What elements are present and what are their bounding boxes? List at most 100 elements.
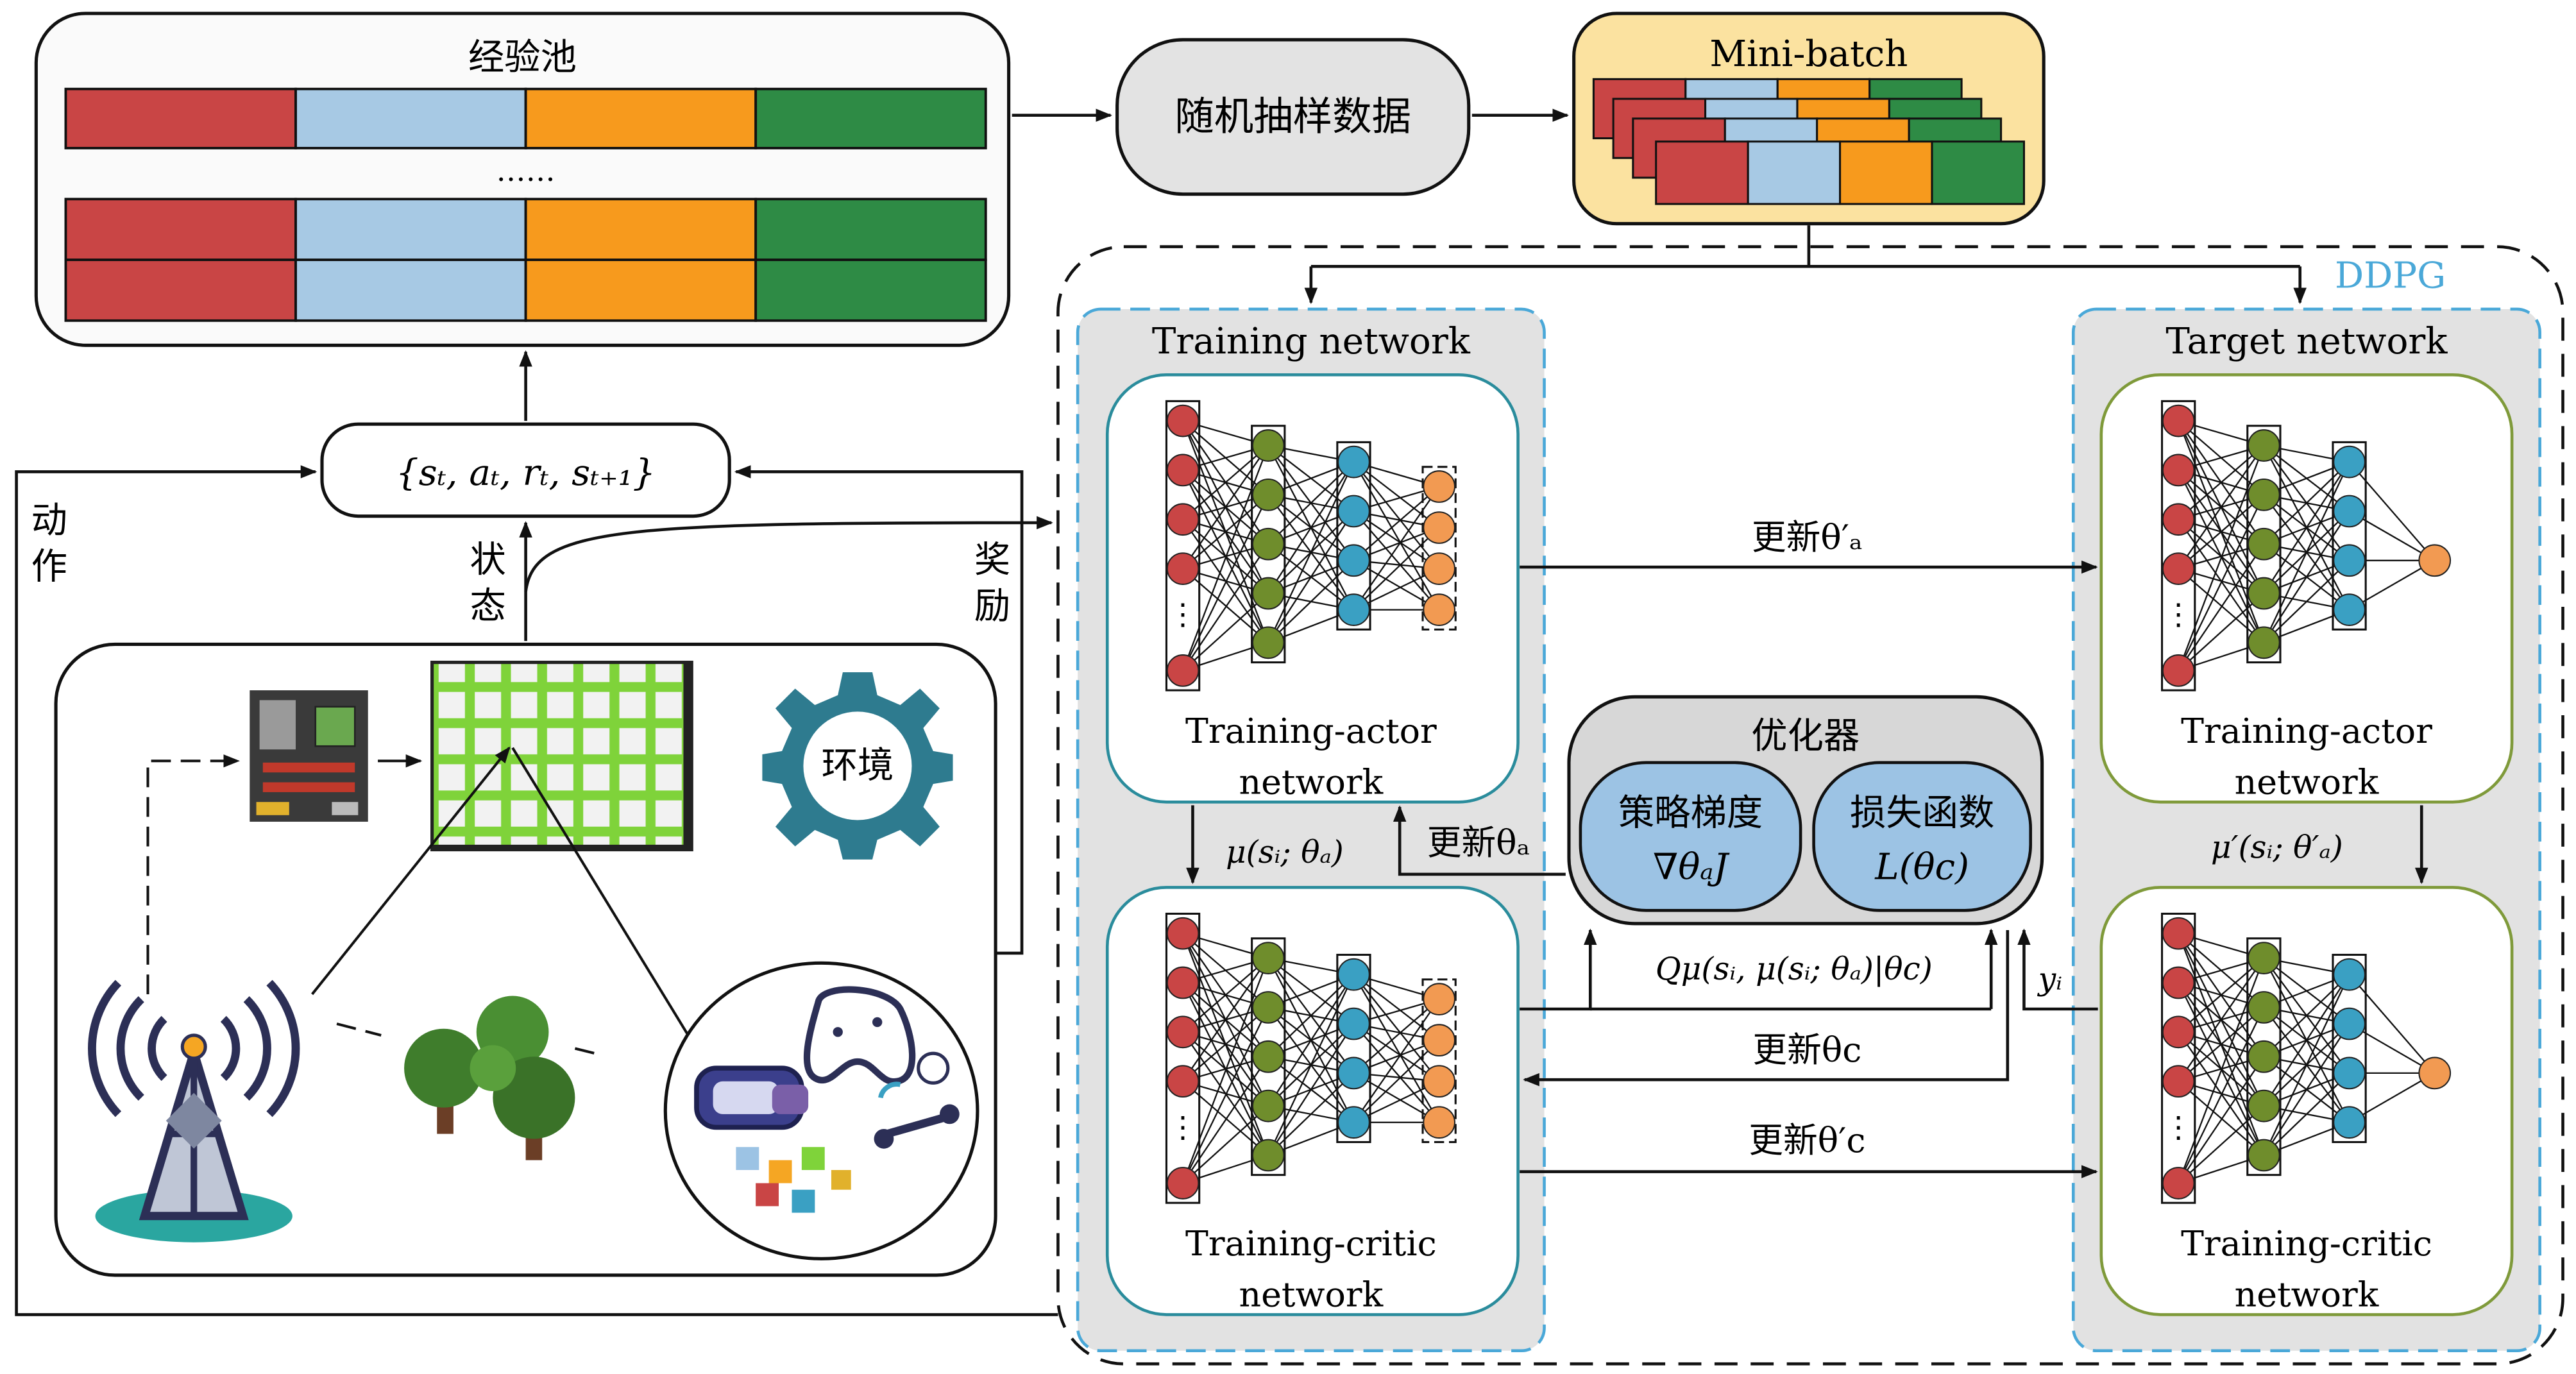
nn-node <box>1251 991 1285 1024</box>
action-label-char1: 动 <box>31 500 67 541</box>
nn-node <box>1166 503 1199 536</box>
nn-node <box>1251 429 1285 462</box>
devices-cluster <box>663 961 979 1260</box>
nn-node <box>2248 991 2280 1024</box>
nn-node <box>1337 1106 1370 1139</box>
nn-node <box>2333 958 2366 991</box>
nn-node <box>1423 470 1455 503</box>
target-network-title: Target network <box>2165 321 2448 362</box>
nn-ellipsis: ⋮ <box>1168 1110 1198 1144</box>
nn-edge <box>2263 461 2350 594</box>
nn-edge <box>1353 486 1440 611</box>
arrow-reward <box>734 465 1024 955</box>
action-feedback-loop <box>15 465 1058 1316</box>
nn-node <box>1251 626 1285 659</box>
nn-edge <box>2348 974 2436 1074</box>
nn-node <box>2248 1139 2280 1172</box>
nn-edge <box>1267 974 1355 1107</box>
nn-edge <box>2263 461 2350 545</box>
nn-node <box>1423 1065 1455 1098</box>
pool-row <box>64 87 987 149</box>
nn-node <box>1423 1024 1455 1057</box>
training-actor-network-graph: ⋮ <box>1165 400 1457 691</box>
random-sample-box: 随机抽样数据 <box>1115 38 1471 196</box>
nn-edge <box>1182 1105 1269 1184</box>
nn-edge <box>2178 1080 2265 1156</box>
nn-node <box>1423 511 1455 544</box>
nn-edge <box>2178 957 2265 1082</box>
loss-function-label: 损失函数 <box>1850 792 1994 834</box>
nn-node <box>2248 942 2280 974</box>
nn-edge <box>1182 1056 1269 1184</box>
nn-edge <box>2178 445 2265 570</box>
arrow-state-to-ddpg <box>524 516 1053 592</box>
nn-edge <box>2178 568 2265 643</box>
nn-edge <box>1267 461 1355 545</box>
ddpg-outer-box <box>1056 245 2564 1366</box>
nn-node <box>2333 1106 2366 1139</box>
nn-node <box>2162 503 2195 536</box>
dash-trees-to-devices <box>574 1047 595 1055</box>
nn-node <box>2162 966 2195 999</box>
nn-edge <box>2263 974 2350 1058</box>
nn-edge <box>2348 559 2436 611</box>
minibatch-distribution-arrows <box>1304 225 2307 305</box>
label-mu-training: μ(sᵢ; θₐ) <box>1226 835 1344 870</box>
nn-edge <box>2263 461 2350 643</box>
nn-node <box>2162 1167 2195 1200</box>
nn-edge <box>1353 998 1440 1074</box>
transition-box: {sₜ, aₜ, rₜ, sₜ₊₁} <box>320 422 731 518</box>
nn-edge <box>1182 958 1269 1183</box>
nn-edge <box>1182 957 1269 1082</box>
label-update-theta-c-prime: 更新θ′c <box>1749 1120 1865 1160</box>
nn-edge <box>1353 974 1440 1123</box>
reward-label-char1: 奖 <box>974 539 1010 581</box>
nn-layer-bracket <box>2161 400 2196 691</box>
nn-edge <box>2348 1072 2436 1123</box>
nn-node <box>1337 445 1370 479</box>
nn-node <box>1166 654 1199 687</box>
motherboard-icon <box>250 690 368 822</box>
apps-icon <box>736 1147 851 1213</box>
target-critic-label-line2: network <box>2235 1275 2379 1315</box>
nn-edge <box>1353 1023 1440 1123</box>
nn-node <box>1337 544 1370 577</box>
nn-edge <box>2178 445 2265 520</box>
nn-node <box>2162 552 2195 585</box>
experience-pool: 经验池 …… <box>34 12 1011 347</box>
nn-edge <box>1182 1080 1269 1156</box>
policy-gradient-formula: ∇θₐJ <box>1653 847 1730 888</box>
nn-edge <box>2263 1073 2350 1156</box>
nn-node <box>1251 942 1285 974</box>
nn-edge <box>1267 1023 1355 1156</box>
mini-batch-title: Mini-batch <box>1709 33 1908 75</box>
nn-edge <box>2178 957 2265 1033</box>
nn-layer-bracket <box>1336 441 1371 631</box>
training-critic-network-graph: ⋮ <box>1165 912 1457 1204</box>
nn-node <box>1251 577 1285 610</box>
trees-icon <box>404 996 575 1160</box>
nn-edge <box>1353 511 1440 611</box>
nn-edge <box>1353 461 1440 529</box>
nn-edge <box>2178 1006 2265 1082</box>
nn-node <box>2248 1089 2280 1123</box>
nn-edge <box>1267 511 1355 643</box>
nn-edge <box>1182 494 1269 671</box>
nn-edge <box>1353 1039 1440 1123</box>
experience-pool-title: 经验池 <box>468 37 577 78</box>
training-network-title: Training network <box>1152 321 1471 362</box>
nn-edge <box>1353 461 1440 570</box>
nn-layer-bracket <box>1251 937 1286 1176</box>
pool-ellipsis: …… <box>496 153 555 188</box>
drone-icon <box>874 1051 960 1149</box>
state-label-char2: 态 <box>470 585 506 627</box>
target-actor-network-graph: ⋮ <box>2161 400 2452 691</box>
environment-label: 环境 <box>822 745 894 786</box>
nn-node <box>1251 478 1285 511</box>
nn-node <box>1251 527 1285 561</box>
nn-node <box>2418 1056 2452 1090</box>
nn-edge <box>1182 593 1269 672</box>
nn-node <box>1337 1056 1370 1090</box>
nn-layer-bracket <box>2246 425 2282 664</box>
target-network-panel: Target network ⋮ Training-actor network … <box>2071 307 2541 1353</box>
